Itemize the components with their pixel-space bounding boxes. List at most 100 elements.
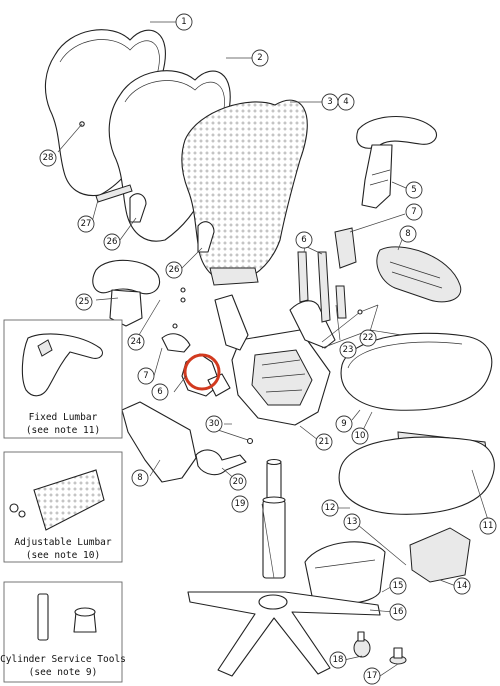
seat-slider-bracket — [409, 527, 471, 583]
callout-label: 24 — [131, 337, 142, 347]
callout-28: 28 — [39, 149, 57, 167]
callout-label: 17 — [367, 671, 378, 681]
lumbar-pad-upper — [334, 227, 357, 269]
connector-strip — [95, 184, 133, 203]
callout-13: 13 — [343, 513, 361, 531]
callout-8-left: 8 — [131, 469, 149, 487]
seat-cushion-bottom — [338, 436, 495, 515]
callout-7-left: 7 — [137, 367, 155, 385]
callout-label: 11 — [483, 521, 494, 531]
callout-label: 7 — [143, 371, 148, 381]
callout-label: 26 — [107, 237, 118, 247]
callout-6-right: 6 — [295, 231, 313, 249]
callout-label: 19 — [235, 499, 246, 509]
callout-20: 20 — [229, 473, 247, 491]
five-star-base — [187, 591, 381, 677]
right-armrest — [356, 115, 438, 209]
callout-label: 22 — [363, 333, 374, 343]
callout-9: 9 — [335, 415, 353, 433]
back-bracket-right — [197, 221, 215, 253]
adjustable-lumbar-note: (see note 10) — [26, 550, 100, 561]
callout-label: 15 — [393, 581, 404, 591]
callout-5: 5 — [405, 181, 423, 199]
tilt-knob — [195, 429, 254, 476]
seat-cover-rear — [376, 246, 462, 303]
callout-25: 25 — [75, 293, 93, 311]
callout-4: 4 — [337, 93, 355, 111]
mesh-backrest — [181, 99, 308, 286]
cylinder-tools-title: Cylinder Service Tools — [0, 654, 126, 665]
callout-label: 10 — [355, 431, 366, 441]
callout-label: 26 — [169, 265, 180, 275]
callout-label: 23 — [343, 345, 354, 355]
callout-label: 8 — [137, 473, 142, 483]
callout-11: 11 — [479, 517, 497, 535]
callout-label: 12 — [325, 503, 336, 513]
callouts: 1 2 3 4 5 6 6 7 7 8 8 9 10 11 12 13 14 1… — [39, 13, 497, 685]
inset-adjustable-lumbar: Adjustable Lumbar (see note 10) — [3, 451, 123, 563]
callout-label: 18 — [333, 655, 344, 665]
adjustable-lumbar-title: Adjustable Lumbar — [14, 537, 112, 548]
callout-2: 2 — [251, 49, 269, 67]
fixed-lumbar-title: Fixed Lumbar — [29, 412, 98, 423]
callout-16: 16 — [389, 603, 407, 621]
side-cover-left — [121, 401, 197, 483]
lumbar-paddle — [161, 333, 191, 353]
callout-label: 9 — [341, 419, 346, 429]
callout-label: 6 — [301, 235, 306, 245]
fixed-lumbar-note: (see note 11) — [26, 425, 100, 436]
callout-label: 21 — [319, 437, 330, 447]
callout-label: 27 — [81, 219, 92, 229]
callout-10: 10 — [351, 427, 369, 445]
callout-label: 5 — [411, 185, 416, 195]
callout-label: 3 — [327, 97, 332, 107]
callout-label: 25 — [79, 297, 90, 307]
highlight-circle — [183, 353, 221, 391]
callout-label: 2 — [257, 53, 262, 63]
callout-30: 30 — [205, 415, 223, 433]
callout-label: 20 — [233, 477, 244, 487]
callout-7-right: 7 — [405, 203, 423, 221]
callout-8-right: 8 — [399, 225, 417, 243]
callout-3: 3 — [321, 93, 339, 111]
callout-6-left: 6 — [151, 383, 169, 401]
glide-foot — [389, 647, 407, 665]
cylinder-tools-note: (see note 9) — [29, 667, 98, 678]
callout-14: 14 — [453, 577, 471, 595]
callout-27: 27 — [77, 215, 95, 233]
inset-fixed-lumbar: Fixed Lumbar (see note 11) — [3, 319, 123, 439]
callout-label: 13 — [347, 517, 358, 527]
callout-1: 1 — [175, 13, 193, 31]
back-support-rods — [297, 251, 347, 323]
callout-label: 7 — [411, 207, 416, 217]
callout-12: 12 — [321, 499, 339, 517]
callout-label: 4 — [343, 97, 348, 107]
caster-wheel — [353, 631, 371, 658]
callout-26-right: 26 — [165, 261, 183, 279]
callout-15: 15 — [389, 577, 407, 595]
callout-label: 8 — [405, 229, 410, 239]
callout-23: 23 — [339, 341, 357, 359]
callout-label: 28 — [43, 153, 54, 163]
callout-22: 22 — [359, 329, 377, 347]
callout-26-left: 26 — [103, 233, 121, 251]
tilt-mechanism — [214, 294, 336, 426]
back-bracket-left — [129, 193, 147, 223]
callout-24: 24 — [127, 333, 145, 351]
callout-label: 1 — [181, 17, 186, 27]
callout-label: 6 — [157, 387, 162, 397]
callout-label: 14 — [457, 581, 468, 591]
back-screws — [172, 287, 186, 329]
left-armrest — [92, 259, 160, 327]
seat-cushion-top — [340, 332, 493, 411]
callout-18: 18 — [329, 651, 347, 669]
callout-label: 30 — [209, 419, 220, 429]
callout-21: 21 — [315, 433, 333, 451]
cylinder-cover — [304, 541, 386, 605]
callout-19: 19 — [231, 495, 249, 513]
inset-cylinder-tools: Cylinder Service Tools (see note 9) — [0, 581, 126, 683]
callout-17: 17 — [363, 667, 381, 685]
callout-label: 16 — [393, 607, 404, 617]
